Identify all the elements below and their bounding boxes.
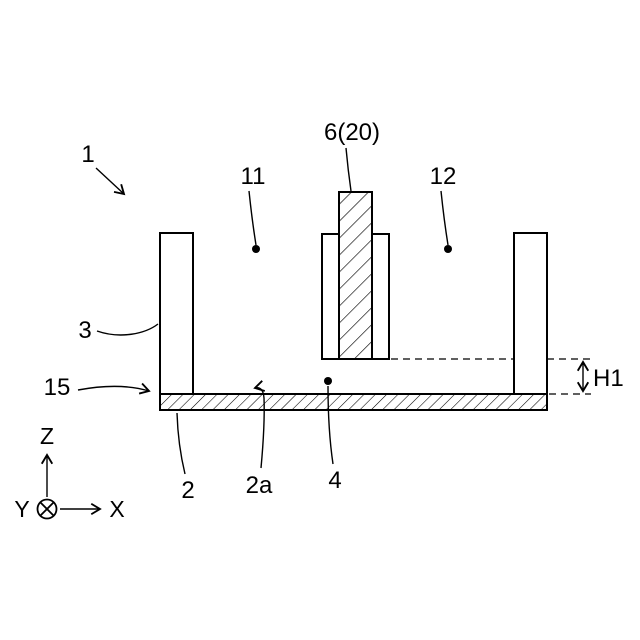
leader-4 [327,385,334,465]
z-axis-label: Z [40,423,54,449]
label-12: 12 [430,163,457,190]
coordinate-axes: Z Y X [14,423,124,522]
y-axis-label: Y [14,496,29,522]
y-axis-into-page-icon [36,498,58,520]
leader-2a [253,380,266,469]
leader-11 [248,190,257,246]
leader-3 [96,323,159,336]
leader-15 [77,382,151,395]
label-3: 3 [78,317,91,344]
left-wall [159,232,194,395]
center-column-hatched [338,191,373,360]
point-12 [444,245,452,253]
leader-12 [440,190,449,246]
label-h1: H1 [593,365,624,392]
x-axis-label: X [109,496,124,522]
label-6-20: 6(20) [324,119,380,146]
leader-6 [345,147,352,192]
leader-2 [176,412,186,475]
point-4 [324,377,332,385]
label-15: 15 [44,374,71,401]
label-2a: 2a [246,472,273,499]
right-clamp-bar [371,233,390,360]
label-2: 2 [181,477,194,504]
right-wall [513,232,548,395]
label-11: 11 [241,163,266,190]
base-plate [159,393,548,411]
point-11 [252,245,260,253]
label-4: 4 [328,467,341,494]
left-clamp-bar [321,233,340,360]
leader-1 [95,167,126,196]
label-1: 1 [81,141,94,168]
